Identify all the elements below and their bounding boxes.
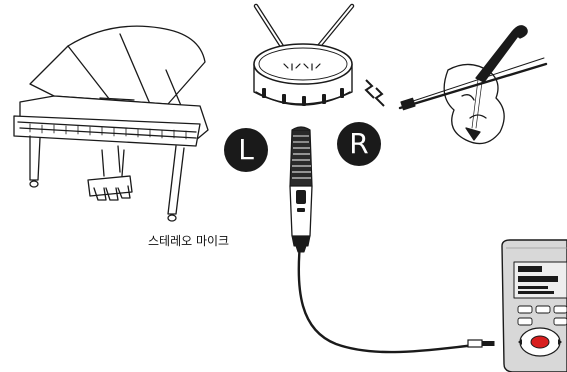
audio-recorder-icon xyxy=(502,240,567,372)
right-channel-label: R xyxy=(349,130,368,158)
violin-icon xyxy=(400,26,546,144)
cable-plug-icon xyxy=(468,340,494,347)
grand-piano-icon xyxy=(14,26,208,221)
sound-wave-icon xyxy=(366,80,384,106)
left-channel-badge: L xyxy=(224,128,268,172)
snare-drum-icon xyxy=(254,6,352,106)
stereo-microphone-icon xyxy=(290,127,312,252)
cable-icon xyxy=(299,244,486,352)
left-channel-label: L xyxy=(238,136,254,164)
right-channel-badge: R xyxy=(337,122,381,166)
microphone-label: 스테레오 마이크 xyxy=(148,232,229,249)
